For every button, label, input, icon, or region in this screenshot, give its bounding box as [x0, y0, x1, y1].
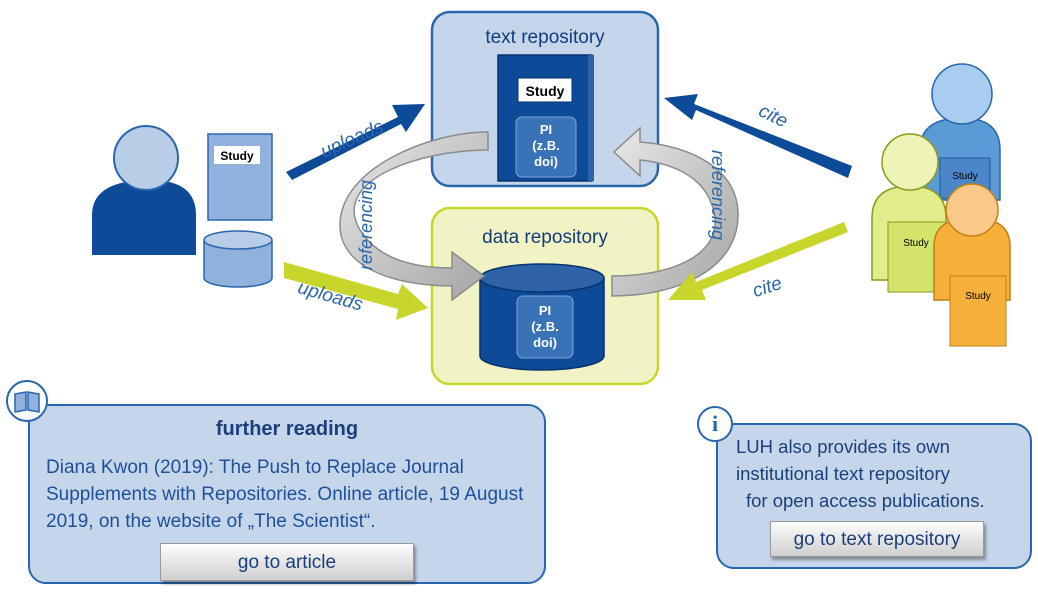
pi-line: PI [540, 122, 552, 137]
author-study-book: Study [207, 133, 273, 221]
study-label: Study [220, 149, 254, 163]
study-label: Study [952, 171, 978, 182]
database-icon: PI (z.B. doi) [479, 263, 605, 371]
author-person-icon [92, 125, 196, 255]
uploads-label-top: uploads [317, 116, 387, 162]
referencing-label-right: referencing [708, 150, 728, 240]
study-label: Study [526, 83, 565, 99]
cite-label-bottom: cite [750, 273, 785, 302]
pi-line: doi) [534, 154, 558, 169]
pi-line: (z.B. [531, 319, 558, 334]
author-database-icon [203, 230, 273, 288]
cite-arrow-bottom [668, 222, 848, 300]
uploads-arrow-bottom [284, 262, 428, 320]
referencing-arrow-left [339, 131, 489, 302]
referencing-arrow-right [611, 126, 739, 297]
info-panel: LUH also provides its own institutional … [716, 423, 1032, 569]
further-reading-panel: further reading Diana Kwon (2019): The P… [28, 404, 546, 584]
further-reading-text: Diana Kwon (2019): The Push to Replace J… [46, 457, 524, 532]
pi-line: PI [539, 303, 551, 318]
text-repository-study-book: Study PI (z.B. doi) [497, 54, 594, 182]
further-reading-title: further reading [215, 418, 359, 440]
info-icon: i [697, 406, 733, 442]
go-to-article-button[interactable]: go to article [160, 543, 414, 581]
data-repository: data repository PI (z.B. doi) [430, 206, 660, 386]
referencing-label-left: referencing [356, 180, 376, 270]
info-line: LUH also provides its own [736, 436, 950, 457]
info-text: LUH also provides its own institutional … [736, 433, 1020, 514]
info-line: institutional text repository [736, 463, 950, 484]
text-repository-title: text repository [485, 27, 605, 48]
study-label: Study [965, 291, 991, 302]
reader-orange-person-icon: Study [933, 183, 1011, 347]
info-line: for open access publications. [746, 490, 985, 511]
pi-line: (z.B. [532, 138, 559, 153]
uploads-arrow-top [286, 104, 425, 180]
go-to-text-repository-button[interactable]: go to text repository [770, 521, 984, 557]
cite-label-top: cite [755, 101, 791, 133]
cite-arrow-top [664, 94, 852, 178]
data-repository-title: data repository [482, 227, 608, 248]
pi-line: doi) [533, 335, 557, 350]
study-label: Study [903, 238, 929, 249]
book-icon [6, 380, 48, 422]
